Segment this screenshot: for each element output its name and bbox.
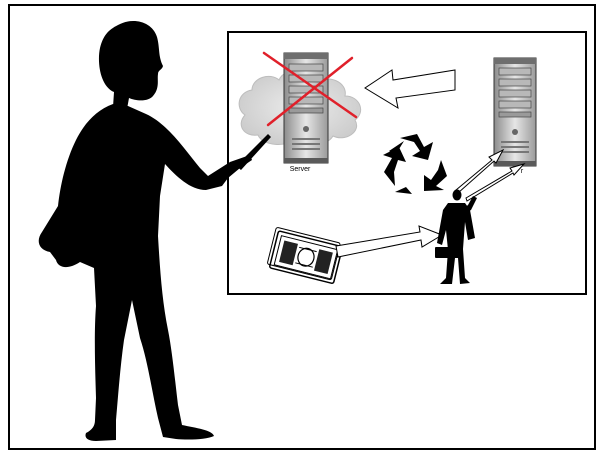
- businessman-with-briefcase-icon: [435, 189, 477, 284]
- recycle-icon: [383, 134, 447, 194]
- presenter-silhouette: [38, 21, 271, 441]
- banknote-icon: [267, 227, 343, 284]
- old-server-label: Server: [290, 166, 311, 173]
- strike-x-icon: [262, 51, 358, 127]
- migration-arrow: [364, 69, 456, 110]
- money-to-person-arrow: [335, 225, 444, 258]
- person-to-server-arrows: [455, 148, 526, 202]
- new-server-icon: [493, 57, 537, 167]
- new-server-label: r: [521, 168, 524, 175]
